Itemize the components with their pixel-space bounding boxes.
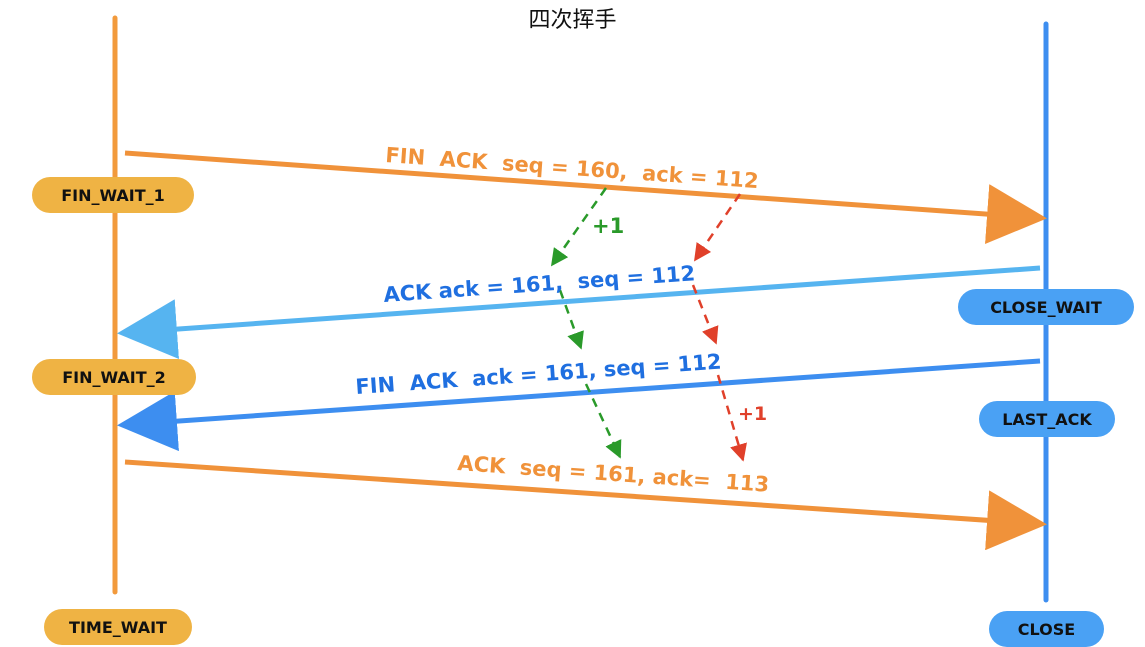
ack-arrow-4 xyxy=(124,459,1047,551)
green-dash-arrow-3 xyxy=(584,383,622,459)
green-dash-arrow-2 xyxy=(558,289,584,350)
fin-ack-arrow-3 xyxy=(117,358,1041,452)
server-state-close-wait: CLOSE_WAIT xyxy=(958,289,1134,325)
green-increment-label: +1 xyxy=(592,214,624,238)
red-increment-label: +1 xyxy=(738,403,767,425)
red-dash-arrow-2 xyxy=(691,284,719,345)
server-state-close: CLOSE xyxy=(989,611,1104,647)
message-label-3: FIN ACK ack = 161, seq = 112 xyxy=(355,349,722,399)
server-state-last-ack: LAST_ACK xyxy=(979,401,1115,437)
client-state-fin-wait-2: FIN_WAIT_2 xyxy=(32,359,196,395)
message-label-2: ACK ack = 161, seq = 112 xyxy=(383,261,696,307)
client-state-time-wait: TIME_WAIT xyxy=(44,609,192,645)
ack-arrow-2 xyxy=(117,265,1041,360)
diagram-title: 四次挥手 xyxy=(528,8,617,33)
fin-ack-arrow-1 xyxy=(124,150,1047,245)
red-dash-arrow-1 xyxy=(693,193,742,262)
client-state-fin-wait-1: FIN_WAIT_1 xyxy=(32,177,194,213)
